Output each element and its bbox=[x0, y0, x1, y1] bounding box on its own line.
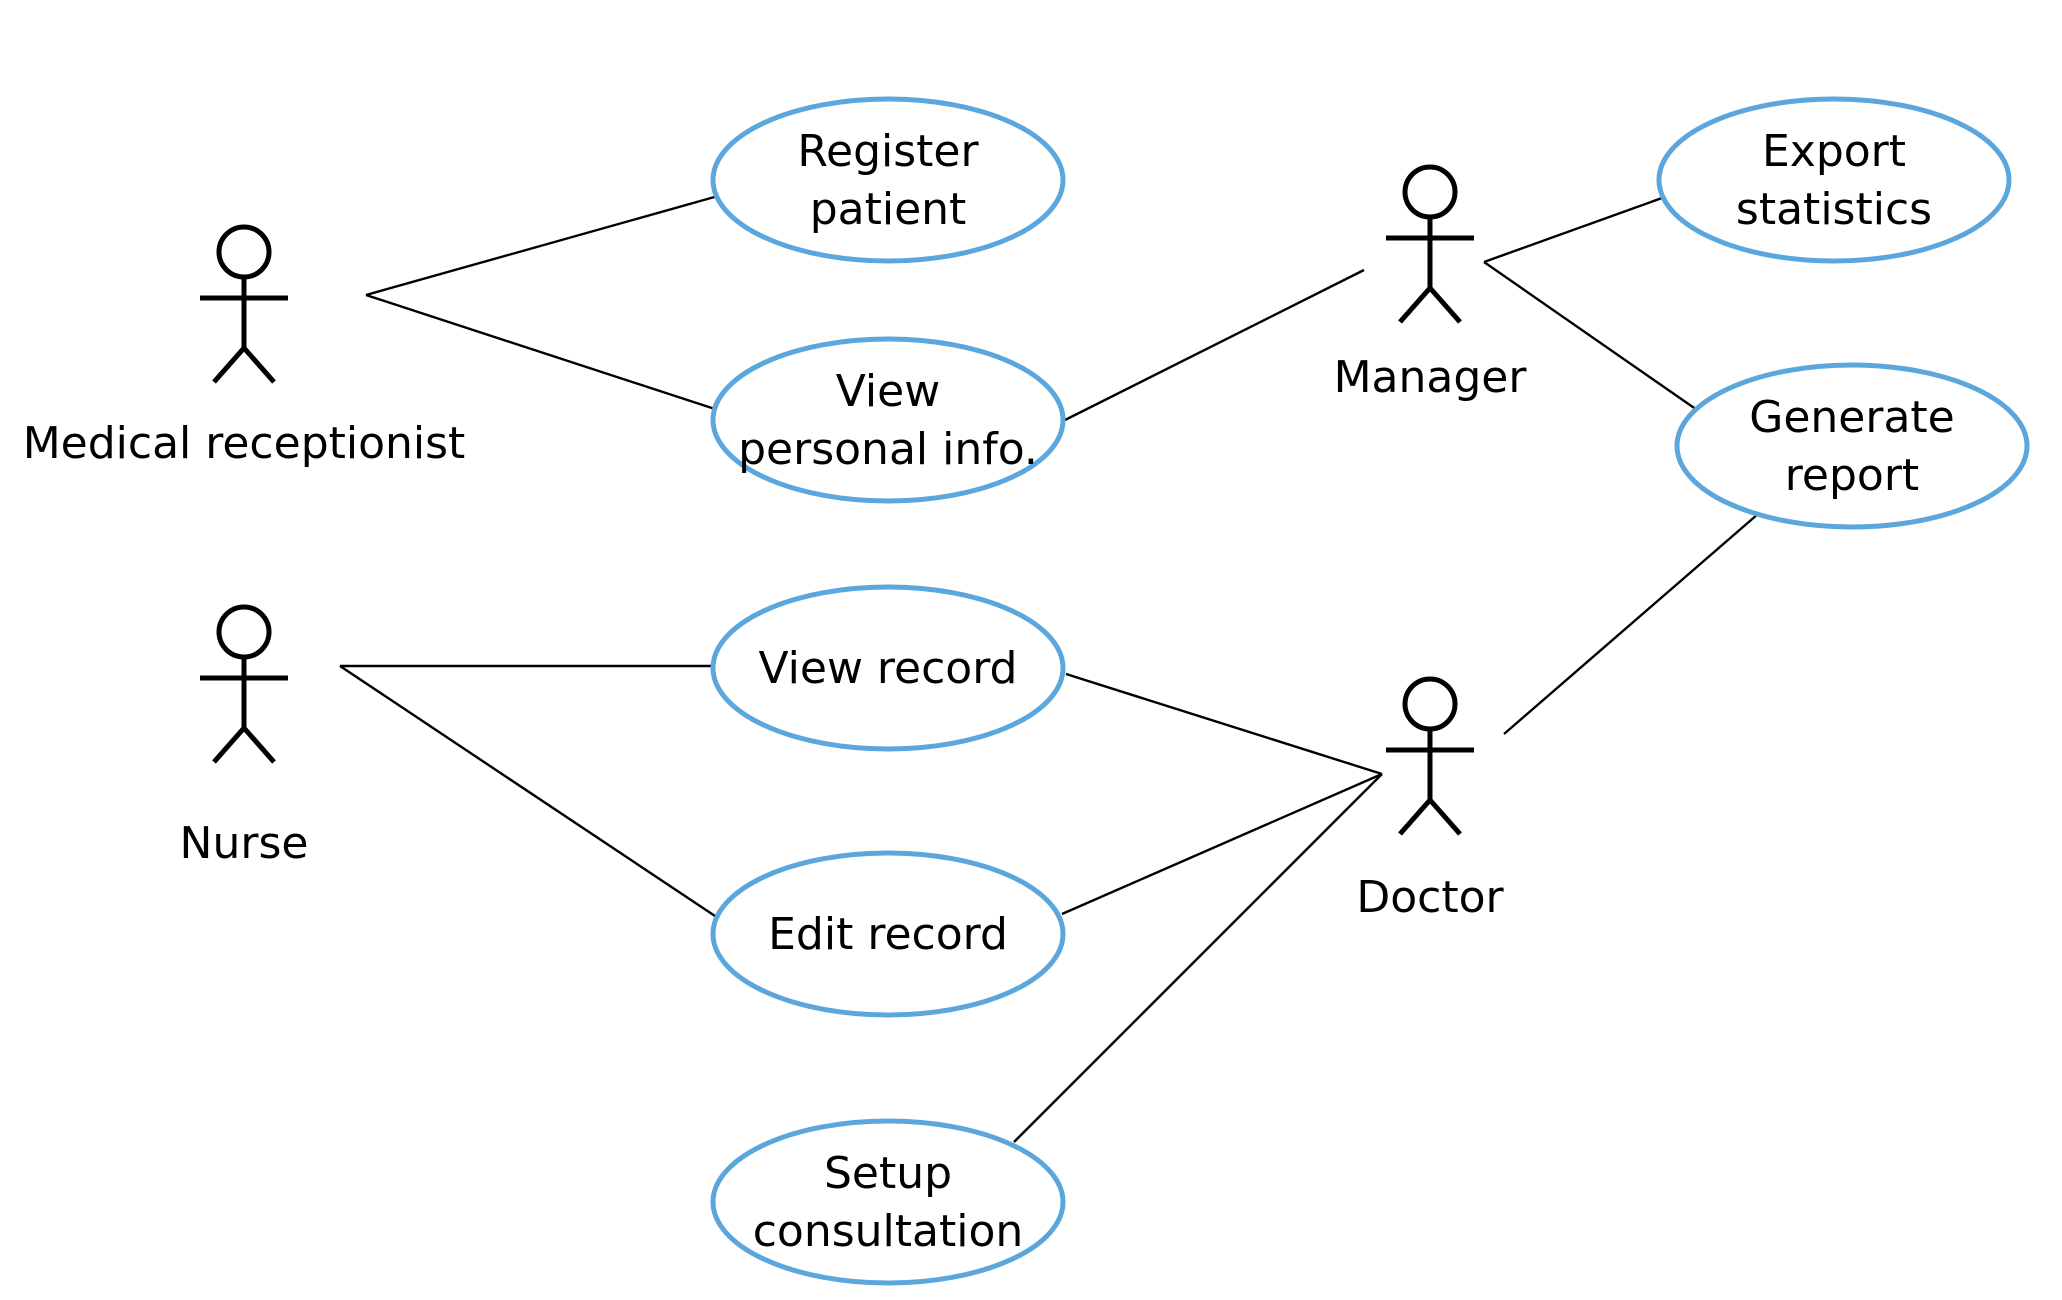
use-case-label: Setup bbox=[824, 1148, 952, 1199]
use-case-label: View record bbox=[759, 643, 1018, 694]
use-case-label: statistics bbox=[1736, 184, 1932, 235]
association-receptionist-viewinfo bbox=[365, 293, 719, 412]
use-case-label: patient bbox=[810, 184, 967, 235]
stick-figure-icon bbox=[200, 604, 288, 764]
associations bbox=[339, 194, 1759, 1143]
actor-doctor: Doctor bbox=[1356, 676, 1505, 923]
use-case-label: Generate bbox=[1749, 392, 1955, 443]
use-case-ellipse bbox=[710, 584, 1066, 752]
use-case-label: report bbox=[1785, 450, 1919, 501]
association-receptionist-register bbox=[365, 194, 719, 297]
use-case-viewrecord: View record bbox=[710, 584, 1066, 752]
use-case-setup: Setup consultation bbox=[710, 1118, 1066, 1286]
use-case-ellipse bbox=[710, 850, 1066, 1018]
use-case-export: Export statistics bbox=[1656, 96, 2012, 264]
actor-head bbox=[1402, 676, 1458, 732]
association-manager-viewinfo bbox=[1064, 268, 1365, 422]
actor-manager: Manager bbox=[1334, 164, 1528, 403]
actor-label: Medical receptionist bbox=[23, 418, 466, 469]
association-doctor-editrecord bbox=[1061, 772, 1383, 916]
use-case-label: consultation bbox=[753, 1206, 1024, 1257]
use-case-viewinfo: View personal info. bbox=[710, 336, 1066, 504]
stick-figure-icon bbox=[1386, 164, 1474, 324]
association-doctor-setup bbox=[1013, 773, 1383, 1143]
actor-left-leg bbox=[1398, 286, 1432, 324]
actor-label: Doctor bbox=[1356, 872, 1504, 923]
use-case-label: personal info. bbox=[738, 424, 1038, 475]
use-case-label: View bbox=[836, 366, 940, 417]
use-case-ellipse bbox=[1656, 96, 2012, 264]
actor-right-leg bbox=[1428, 798, 1462, 836]
use-case-ellipse bbox=[710, 1118, 1066, 1286]
association-manager-report bbox=[1483, 261, 1701, 413]
use-case-label: Edit record bbox=[768, 909, 1008, 960]
actor-left-leg bbox=[212, 346, 246, 384]
actor-head bbox=[216, 604, 272, 660]
use-case-ellipse bbox=[710, 96, 1066, 264]
use-case-editrecord: Edit record bbox=[710, 850, 1066, 1018]
use-case-label: Register bbox=[797, 126, 979, 177]
actor-label: Manager bbox=[1334, 352, 1528, 403]
use-case-register: Register patient bbox=[710, 96, 1066, 264]
actor-right-leg bbox=[1428, 286, 1462, 324]
association-manager-export bbox=[1483, 196, 1663, 264]
actor-right-leg bbox=[242, 726, 276, 764]
association-nurse-editrecord bbox=[339, 665, 719, 919]
actor-head bbox=[216, 224, 272, 280]
stick-figure-icon bbox=[200, 224, 288, 384]
stick-figure-icon bbox=[1386, 676, 1474, 836]
actor-label: Nurse bbox=[180, 818, 309, 869]
actor-nurse: Nurse bbox=[180, 604, 309, 869]
association-doctor-viewrecord bbox=[1065, 672, 1383, 776]
use-case-ellipse bbox=[710, 336, 1066, 504]
use-case-label: Export bbox=[1762, 126, 1906, 177]
actor-head bbox=[1402, 164, 1458, 220]
actor-left-leg bbox=[1398, 798, 1432, 836]
actor-left-leg bbox=[212, 726, 246, 764]
use-case-report: Generate report bbox=[1674, 362, 2030, 530]
actor-right-leg bbox=[242, 346, 276, 384]
actor-receptionist: Medical receptionist bbox=[23, 224, 466, 469]
association-doctor-report bbox=[1503, 513, 1759, 735]
use-case-ellipse bbox=[1674, 362, 2030, 530]
